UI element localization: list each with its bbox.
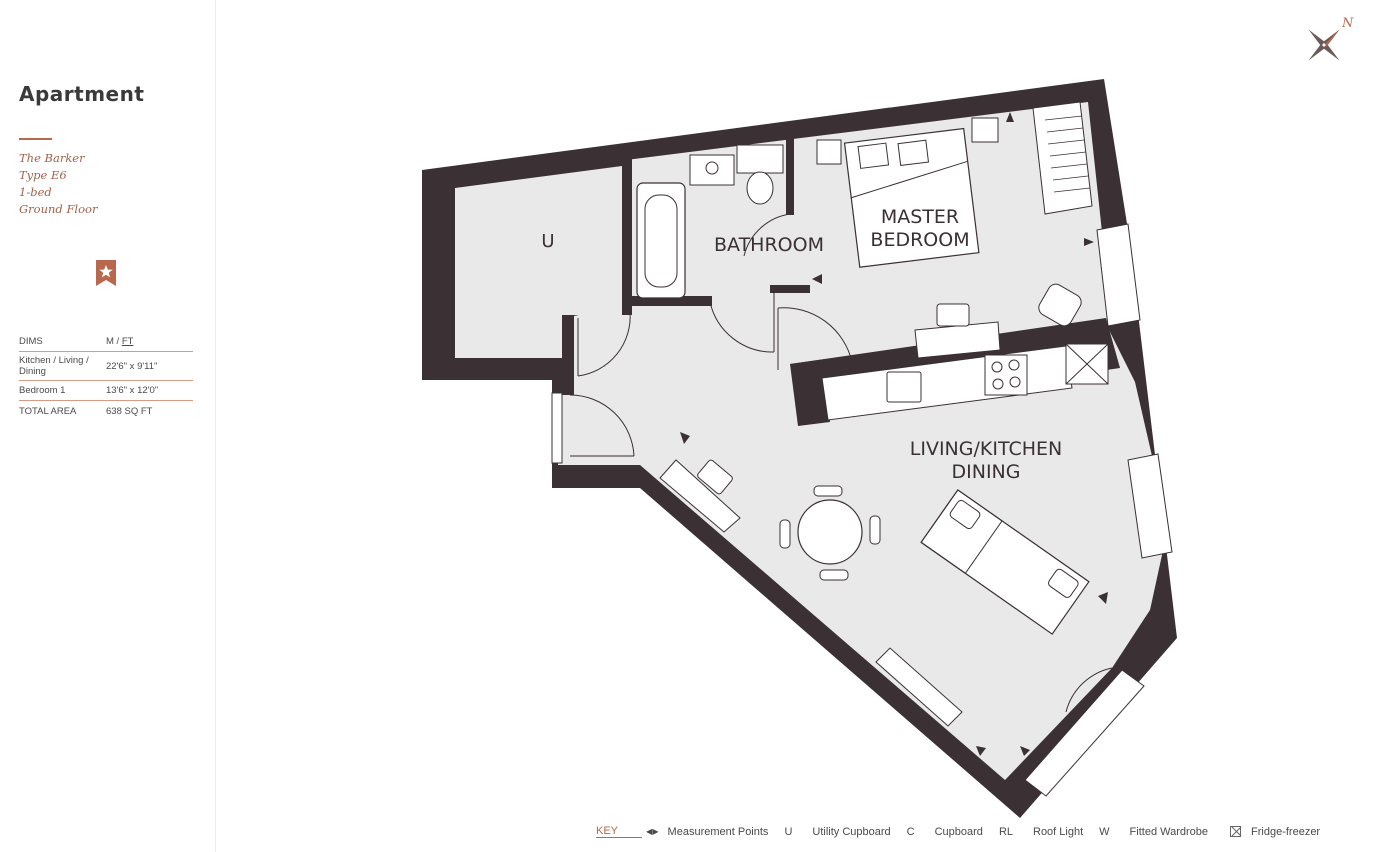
bathroom-label: BATHROOM [714,234,824,256]
main-floor [558,102,1162,780]
bedroom-label-line1: MASTER [881,206,959,228]
page-title: Apartment [19,82,145,106]
total-area-label: TOTAL AREA [19,405,77,417]
legend-code-w: W [1099,825,1110,838]
dims-header-row: DIMS M / FT [19,332,193,352]
bookmark-star-icon[interactable] [95,260,117,287]
sidebar: Apartment The Barker Type E6 1-bed Groun… [0,0,216,852]
floor-plan-drawing: U BATHROOM MASTER BEDROOM LIVING/KITCHEN… [422,79,1177,818]
room-label: Kitchen / Living / Dining [19,355,89,377]
bedroom-label-line2: BEDROOM [870,229,969,251]
apartment-info: The Barker Type E6 1-bed Ground Floor [19,150,97,218]
unit-separator: / [113,336,122,347]
dims-header: DIMS [19,336,43,347]
table-row: Kitchen / Living / Dining 22'6" x 9'11" [19,352,193,381]
living-label-line1: LIVING/KITCHEN [910,438,1062,460]
legend-code-rl: RL [998,825,1013,838]
dimensions-table: DIMS M / FT Kitchen / Living / Dining 22… [19,332,193,421]
table-row: TOTAL AREA 638 SQ FT [19,401,193,421]
total-area-value: 638 SQ FT [106,405,153,417]
floor-level: Ground Floor [19,202,98,216]
floor-plan-legend: KEY ◀ ▶ Measurement Points U Utility Cup… [596,825,1336,838]
accent-divider [19,138,52,140]
legend-utility-cupboard: Utility Cupboard [812,825,891,838]
compass-icon: N [1300,14,1356,66]
room-dimension: 13'6" x 12'0" [106,385,159,396]
unit-metres-toggle[interactable]: M [106,336,114,347]
table-row: Bedroom 1 13'6" x 12'0" [19,381,193,401]
bedroom-count: 1-bed [19,185,52,199]
room-dimension: 22'6" x 9'11" [106,360,158,372]
legend-code-u: U [784,825,793,838]
unit-feet-toggle[interactable]: FT [121,336,134,347]
compass-north-label: N [1341,16,1354,31]
floor-plan: U BATHROOM MASTER BEDROOM LIVING/KITCHEN… [410,70,1200,830]
apartment-type: Type E6 [19,168,67,182]
legend-measurement-points: Measurement Points [667,825,769,838]
legend-cupboard: Cupboard [934,825,983,838]
measurement-points-icon: ◀ ▶ [646,827,658,836]
legend-fitted-wardrobe: Fitted Wardrobe [1129,825,1209,838]
legend-roof-light: Roof Light [1033,825,1084,838]
room-label: Bedroom 1 [19,385,66,396]
legend-key-label: KEY [596,825,643,838]
building-name: The Barker [19,151,85,165]
legend-code-c: C [906,825,915,838]
utility-floor [455,166,622,358]
living-label-line2: DINING [952,461,1021,483]
fridge-freezer-icon [1230,826,1242,837]
utility-cupboard-label: U [541,231,554,252]
legend-fridge-freezer: Fridge-freezer [1251,825,1321,838]
unit-toggle: M / FT [106,336,193,347]
